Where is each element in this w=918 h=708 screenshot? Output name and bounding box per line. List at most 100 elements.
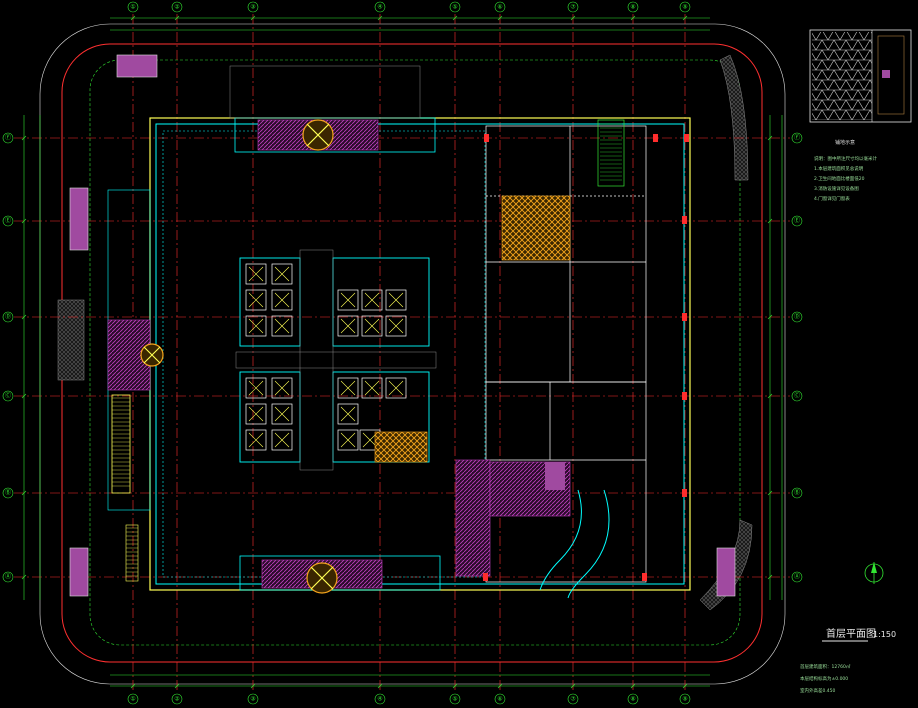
- grid-label-x-4: ④: [377, 4, 382, 11]
- elevator-cross: [388, 292, 404, 308]
- site-entry-pads: [69, 54, 736, 597]
- dimension-tick: [250, 683, 256, 689]
- dimension-tick: [767, 490, 773, 496]
- elevator-cross: [248, 432, 264, 448]
- elevator-cross: [364, 380, 380, 396]
- dimension-tick: [682, 683, 688, 689]
- dimension-tick: [21, 135, 27, 141]
- dimension-tick: [630, 15, 636, 21]
- bottom-notes: 首层建筑面积：12760㎡ 本层结构标高为±0.000 室内外高差0.450: [800, 663, 851, 694]
- bottom-note: 本层结构标高为±0.000: [800, 675, 848, 682]
- column-marker: [682, 313, 687, 321]
- elevator-cross: [340, 318, 356, 334]
- grid-label-y-f-right: Ⓕ: [794, 134, 800, 142]
- grid-bubble: [2, 215, 14, 227]
- dimension-tick: [130, 15, 136, 21]
- column-marker: [483, 573, 488, 581]
- elevator-cross: [274, 380, 290, 396]
- grid-label-x-2: ②: [174, 4, 180, 11]
- dimension-tick: [497, 15, 503, 21]
- column-marker: [682, 216, 687, 224]
- elevator-cross: [274, 432, 290, 448]
- grid-bubble: [791, 132, 803, 144]
- grid-label-x-1-bottom: ①: [130, 696, 135, 703]
- dimension-tick: [767, 574, 773, 580]
- plan-title-block: 首层平面图 1:150: [822, 627, 896, 642]
- grid-bubble: [791, 311, 803, 323]
- elevator-cross: [274, 292, 290, 308]
- column-marker: [653, 134, 658, 142]
- dimension-tick: [250, 15, 256, 21]
- grid-label-x-3: ③: [250, 4, 255, 11]
- paving-legend: 铺地示意: [809, 29, 912, 146]
- central-core: [235, 249, 437, 471]
- elevator-cell: [271, 429, 293, 451]
- north-arrow-icon: [864, 562, 884, 584]
- elevator-cell: [245, 289, 267, 311]
- grid-bubble: [374, 693, 386, 705]
- legend-notes: 说明：图中所注尺寸均以毫米计 1.本层建筑面积见总说明 2.卫生间地面比楼面低2…: [814, 155, 877, 202]
- elevator-cross: [364, 318, 380, 334]
- grid-bubble: [127, 1, 139, 13]
- grid-bubble: [791, 390, 803, 402]
- grid-label-x-5: ⑤: [452, 4, 457, 11]
- legend-note: 3.消防设施详见设备图: [814, 185, 859, 192]
- dimension-tick: [21, 574, 27, 580]
- legend-note: 2.卫生间地面比楼面低20: [814, 175, 865, 182]
- elevator-cross: [388, 380, 404, 396]
- grid-label-x-7-bottom: ⑦: [570, 696, 576, 703]
- grid-bubble: [127, 693, 139, 705]
- grid-label-x-7: ⑦: [570, 4, 576, 11]
- grid-bubble: [449, 693, 461, 705]
- east-curved-ramp: [539, 489, 610, 599]
- grid-bubble: [171, 693, 183, 705]
- legend-title: 铺地示意: [835, 139, 855, 146]
- elevator-cell: [361, 377, 383, 399]
- grid-bubble: [171, 1, 183, 13]
- grid-label-y-c-right: Ⓒ: [794, 392, 800, 400]
- elevator-cell: [385, 289, 407, 311]
- grid-label-y-a-right: Ⓐ: [794, 573, 800, 581]
- plan-title: 首层平面图: [826, 627, 876, 640]
- elevator-cell: [271, 403, 293, 425]
- dimension-tick: [21, 218, 27, 224]
- grid-label-x-5-bottom: ⑤: [452, 696, 457, 703]
- elevator-cell: [361, 315, 383, 337]
- dimension-tick: [130, 683, 136, 689]
- column-marker: [684, 134, 689, 142]
- elevator-cross: [248, 380, 264, 396]
- elevator-cross: [388, 318, 404, 334]
- grid-label-y-d-right: Ⓓ: [794, 313, 800, 321]
- elevator-cell: [271, 377, 293, 399]
- grid-bubble: [567, 693, 579, 705]
- south-entrance: [239, 555, 441, 594]
- elevator-cross: [274, 266, 290, 282]
- elevator-cross: [248, 406, 264, 422]
- dimension-chains: [21, 15, 783, 689]
- elevator-cross: [340, 406, 356, 422]
- grid-label-x-1: ①: [130, 4, 135, 11]
- west-escalator-treads: [112, 397, 138, 577]
- grid-label-x-8-bottom: ⑧: [630, 696, 635, 703]
- elevator-cross: [362, 432, 378, 448]
- grid-label-y-b-right: Ⓑ: [794, 489, 800, 497]
- elevator-cell: [245, 315, 267, 337]
- elevator-cell: [271, 315, 293, 337]
- grid-bubble: [627, 693, 639, 705]
- grid-label-y-a: Ⓐ: [5, 573, 11, 581]
- grid-bubble: [2, 487, 14, 499]
- grid-bubble: [494, 693, 506, 705]
- east-stair-treads: [600, 123, 622, 181]
- bottom-note: 室内外高差0.450: [800, 687, 836, 694]
- grid-label-x-3-bottom: ③: [250, 696, 255, 703]
- column-markers: [483, 134, 689, 581]
- grid-label-x-6: ⑥: [497, 4, 502, 11]
- dimension-tick: [21, 393, 27, 399]
- elevator-cell: [271, 289, 293, 311]
- dimension-tick: [682, 15, 688, 21]
- grid-label-x-2-bottom: ②: [174, 696, 180, 703]
- grid-label-y-e-right: Ⓔ: [794, 217, 800, 225]
- grid-bubble: [567, 1, 579, 13]
- grid-bubble: [791, 571, 803, 583]
- grid-bubble: [791, 215, 803, 227]
